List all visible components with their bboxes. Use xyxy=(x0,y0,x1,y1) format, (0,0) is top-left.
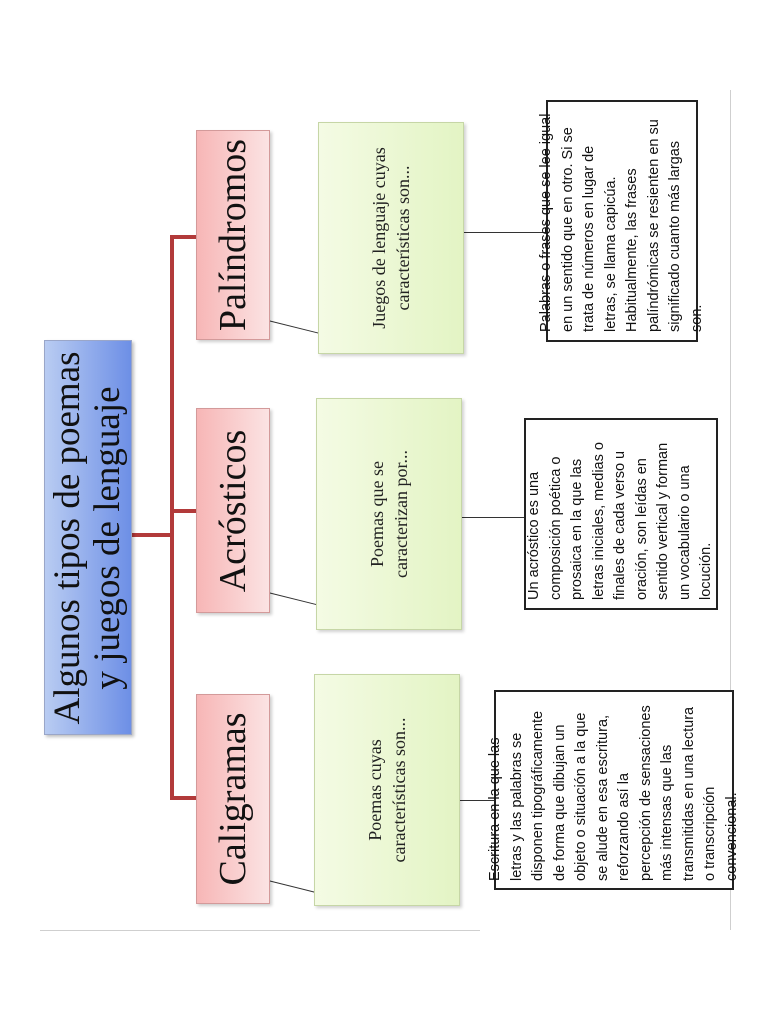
connector-trunk xyxy=(130,533,174,537)
definition-text: Escritura en la que las letras y las pal… xyxy=(487,705,740,881)
link-acrosticos-definition xyxy=(460,517,524,518)
type-label: Palíndromos xyxy=(212,138,254,332)
type-label: Acrósticos xyxy=(212,429,254,592)
definition-box-acrosticos: Un acróstico es una composición poética … xyxy=(524,418,718,610)
page-frame-bottom xyxy=(40,930,480,931)
link-palindromos-prompt xyxy=(267,320,319,334)
definition-box-caligramas: Escritura en la que las letras y las pal… xyxy=(487,690,740,890)
prompt-text: Poemas que se caracterizan por... xyxy=(367,450,411,578)
link-palindromos-definition xyxy=(463,232,547,233)
type-box-palindromos: Palíndromos xyxy=(196,130,270,340)
type-box-acrosticos: Acrósticos xyxy=(196,408,270,613)
prompt-box-palindromos: Juegos de lenguaje cuyas características… xyxy=(318,122,464,354)
prompt-box-caligramas: Poemas cuyas características son... xyxy=(314,674,460,906)
prompt-text: Poemas cuyas características son... xyxy=(365,717,409,863)
title-box: Algunos tipos de poemas y juegos de leng… xyxy=(44,340,132,735)
connector-caligramas xyxy=(170,796,198,800)
page-frame-right xyxy=(730,90,731,930)
type-box-caligramas: Caligramas xyxy=(196,694,270,904)
link-caligramas-definition xyxy=(458,800,494,801)
definition-box-palindromos: Palabras o frases que se lee igual en un… xyxy=(538,100,705,342)
link-acrosticos-prompt xyxy=(267,592,319,606)
diagram-title: Algunos tipos de poemas y juegos de leng… xyxy=(47,350,128,725)
connector-spine xyxy=(170,235,174,800)
prompt-box-acrosticos: Poemas que se caracterizan por... xyxy=(316,398,462,630)
connector-palindromos xyxy=(170,235,198,239)
definition-text: Palabras o frases que se lee igual en un… xyxy=(538,113,705,332)
connector-acrosticos xyxy=(170,509,198,513)
link-caligramas-prompt xyxy=(267,880,317,894)
type-label: Caligramas xyxy=(212,712,254,886)
definition-text: Un acróstico es una composición poética … xyxy=(526,442,715,600)
prompt-text: Juegos de lenguaje cuyas características… xyxy=(369,147,413,329)
